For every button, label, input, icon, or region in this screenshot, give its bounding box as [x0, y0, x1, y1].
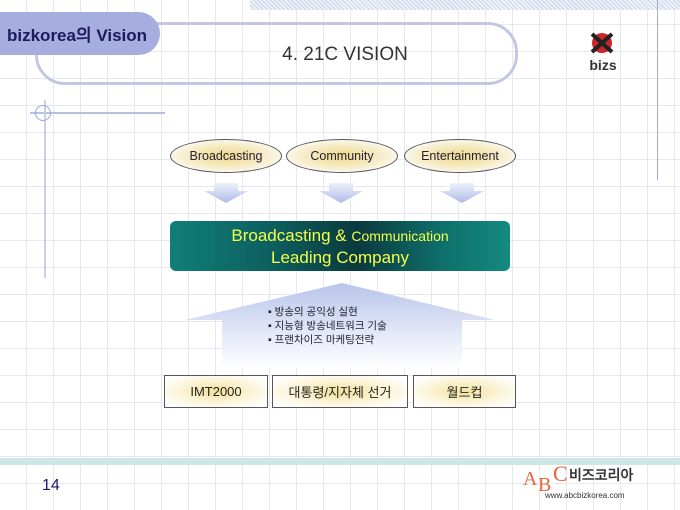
right-divider — [657, 0, 658, 180]
bizs-logo: bizs — [589, 32, 617, 73]
svg-text:bizs: bizs — [589, 57, 616, 73]
footer-url: www.abcbizkorea.com — [545, 491, 625, 500]
foundation-imt2000: IMT2000 — [164, 375, 268, 408]
foundation-worldcup: 월드컵 — [413, 375, 516, 408]
arrow-down-icon — [440, 183, 484, 203]
top-hatch-band — [250, 0, 680, 10]
arrow-down-icon — [319, 183, 363, 203]
pillar-broadcasting: Broadcasting — [170, 139, 282, 173]
strategy-item: ▪ 프랜차이즈 마케팅전략 — [268, 334, 375, 346]
pillar-entertainment: Entertainment — [404, 139, 516, 173]
arrow-up-shape — [185, 283, 495, 368]
strategy-list: ▪ 방송의 공익성 실현 ▪ 지능형 방송네트워크 기술 ▪ 프랜차이즈 마케팅… — [268, 305, 387, 347]
core-line1-small: Communication — [351, 228, 449, 244]
footer-band — [0, 458, 680, 465]
svg-text:A: A — [523, 468, 538, 490]
svg-text:비즈코리아: 비즈코리아 — [569, 467, 634, 484]
core-line2: Leading Company — [271, 248, 409, 267]
strategy-item: ▪ 지능형 방송네트워크 기술 — [268, 320, 387, 332]
section-label: bizkorea의 Vision — [0, 12, 160, 55]
pillar-community: Community — [286, 139, 398, 173]
decor-line — [30, 112, 165, 114]
strategy-item: ▪ 방송의 공익성 실현 — [268, 306, 358, 318]
svg-text:B: B — [538, 474, 551, 496]
arrow-down-icon — [204, 183, 248, 203]
page-title: 4. 21C VISION — [282, 44, 408, 65]
decor-vline — [44, 100, 46, 278]
page-number: 14 — [42, 477, 60, 494]
abc-bizkorea-logo: A B C 비즈코리아 — [523, 463, 634, 496]
foundation-election: 대통령/지자체 선거 — [272, 375, 408, 408]
core-line1: Broadcasting & — [231, 226, 352, 245]
svg-text:C: C — [553, 463, 568, 486]
crosshair-icon — [35, 105, 51, 121]
core-vision-box: Broadcasting & Communication Leading Com… — [170, 221, 510, 271]
